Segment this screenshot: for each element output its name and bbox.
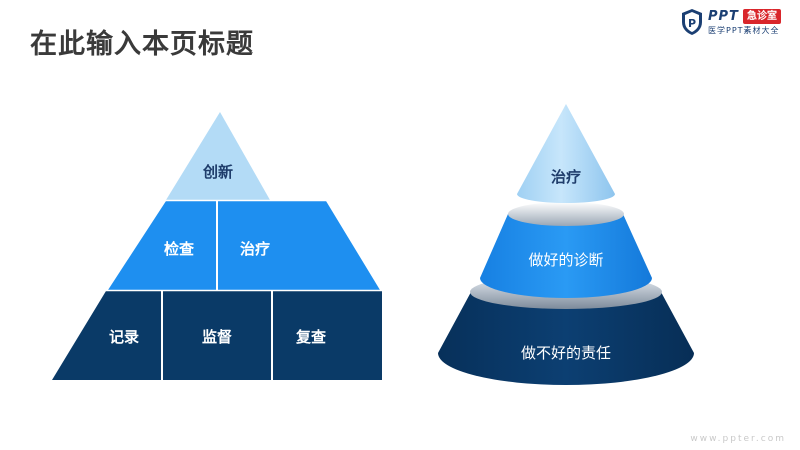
right-cone: 治疗 做好的诊断 做不好的责任 [438,104,694,385]
pyramid-label-middle-right: 治疗 [240,240,270,258]
pyramid-label-bottom-left: 记录 [109,328,139,346]
pyramid-tier-top [166,112,270,200]
cone-tier-top [517,104,615,203]
left-pyramid: 创新 检查 治疗 记录 监督 复查 [52,112,384,380]
pyramid-label-middle-left: 检查 [164,240,195,258]
pyramid-tier-bottom [52,291,382,380]
cone-label-top: 治疗 [551,168,581,186]
cone-label-middle: 做好的诊断 [528,251,603,269]
pyramid-tier-middle [108,201,380,290]
cone-tier-bottom [438,292,694,385]
pyramid-label-bottom-right: 复查 [295,328,327,346]
cone-rim-middle [508,202,624,226]
logo-brand-text: PPT [708,9,739,24]
shield-icon: P [682,9,702,35]
logo-badge: 急诊室 [743,9,781,24]
page-title: 在此输入本页标题 [30,29,254,60]
brand-logo: P PPT 急诊室 医学PPT素材大全 [680,8,792,38]
svg-text:P: P [688,17,696,30]
logo-subtitle: 医学PPT素材大全 [708,26,780,35]
cone-tier-middle [480,214,652,298]
cone-label-bottom: 做不好的责任 [521,344,611,362]
watermark: www.ppter.com [690,434,786,444]
pyramid-label-bottom-center: 监督 [202,328,232,346]
pyramid-label-top: 创新 [202,163,233,181]
